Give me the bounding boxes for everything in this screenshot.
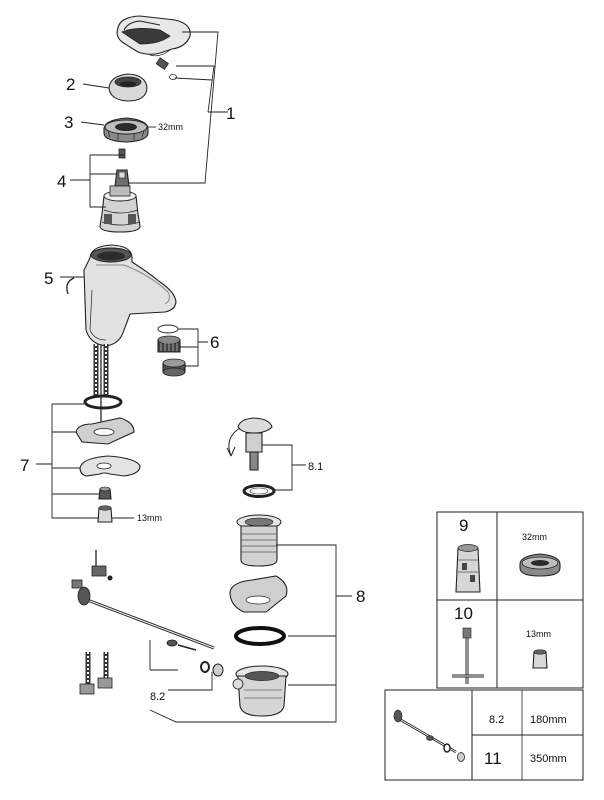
table-dim-9: 32mm bbox=[522, 532, 547, 542]
nut-dimension: 32mm bbox=[158, 122, 183, 132]
part-9-nut-image bbox=[519, 553, 561, 577]
drain-assembly bbox=[229, 514, 289, 717]
callout-5: 5 bbox=[44, 269, 53, 288]
part-10-hex-image bbox=[532, 649, 548, 669]
hex-nut bbox=[103, 117, 149, 143]
rod-row-b-num: 11 bbox=[484, 749, 502, 768]
pop-up-rod bbox=[71, 550, 224, 695]
mounting-set bbox=[75, 394, 141, 523]
pop-up-plug bbox=[226, 417, 276, 498]
part-9-image bbox=[455, 544, 481, 593]
rod-image bbox=[393, 709, 465, 762]
table-num-9: 9 bbox=[459, 516, 468, 535]
rod-row-b-len: 350mm bbox=[530, 753, 567, 765]
cartridge bbox=[99, 148, 141, 233]
spare-parts-table: 9 32mm 10 13mm bbox=[436, 511, 584, 689]
hex-dimension: 13mm bbox=[137, 513, 162, 523]
callout-7: 7 bbox=[20, 456, 29, 475]
callout-1: 1 bbox=[226, 104, 235, 123]
callout-4: 4 bbox=[57, 172, 66, 191]
table-dim-10: 13mm bbox=[526, 629, 551, 639]
rod-length-table: 8.2 180mm 11 350mm bbox=[384, 689, 584, 781]
callout-2: 2 bbox=[66, 75, 75, 94]
callout-3: 3 bbox=[64, 113, 73, 132]
callout-8-2: 8.2 bbox=[150, 691, 165, 703]
lever-handle bbox=[116, 15, 191, 80]
table-num-10: 10 bbox=[454, 604, 473, 623]
rod-row-a-len: 180mm bbox=[530, 714, 567, 726]
cover-ring bbox=[108, 73, 148, 102]
callout-8: 8 bbox=[356, 587, 365, 606]
callout-6: 6 bbox=[210, 333, 219, 352]
callout-8-1: 8.1 bbox=[308, 461, 323, 473]
leader-lines bbox=[36, 31, 352, 723]
rod-row-a-num: 8.2 bbox=[489, 714, 504, 726]
part-10-image bbox=[452, 627, 484, 684]
aerator bbox=[157, 324, 186, 377]
